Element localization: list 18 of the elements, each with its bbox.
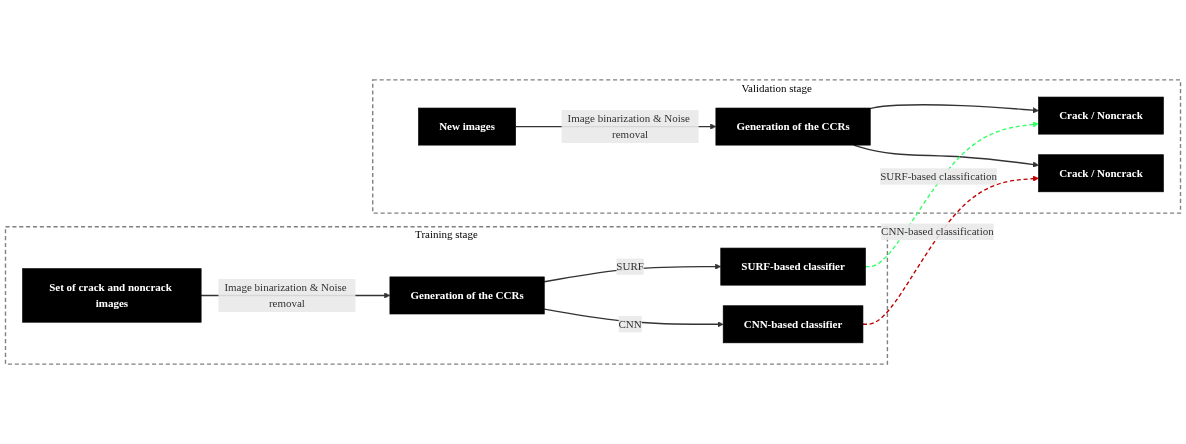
arrow [864,121,1039,268]
edge-label: SURF-based classification [880,170,997,182]
node-box: Set of crack and noncrack images [22,268,202,323]
node-box: Crack / Noncrack [1038,96,1164,135]
arrow [543,308,724,328]
node-box: CNN-based classifier [722,305,864,344]
node-box: Generation of the CCRs [389,276,545,315]
edge-label: SURF [616,260,644,273]
arrow [869,104,1039,114]
node-box: Crack / Noncrack [1038,154,1164,193]
edge-label: Image binarization & Noise removal [567,112,690,141]
node-box: New images [418,107,516,146]
arrow [862,175,1039,325]
edge-label: CNN [618,318,642,330]
edge-label: Image binarization & Noise removal [224,281,347,310]
node-box: SURF-based classifier [720,247,866,286]
node-box: Generation of the CCRs [715,107,871,146]
edge-label: CNN-based classification [881,225,994,238]
